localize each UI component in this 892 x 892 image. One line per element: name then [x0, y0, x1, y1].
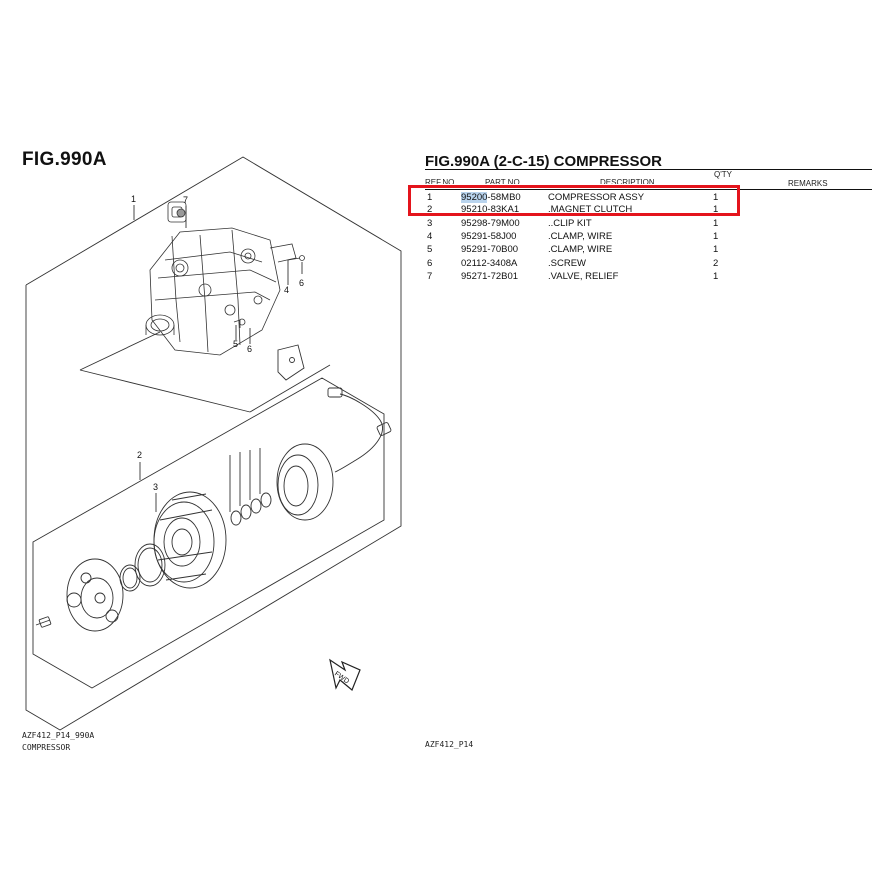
- header-qty: Q'TY: [714, 170, 732, 179]
- figure-code: AZF412_P14_990A: [22, 731, 95, 740]
- callout-4: 4: [284, 285, 289, 295]
- row-1-part-no[interactable]: 95200-58MB0: [461, 192, 521, 203]
- figure-name: COMPRESSOR: [22, 743, 71, 752]
- header-part-no: PART NO.: [485, 178, 522, 187]
- armature-plate: [66, 558, 124, 632]
- row-6-qty: 2: [713, 258, 719, 269]
- field-coil: [276, 443, 334, 521]
- selected-part-prefix[interactable]: 95200: [461, 192, 488, 203]
- snap-ring: [134, 543, 166, 587]
- row-4-qty: 1: [713, 231, 719, 242]
- row-4-part-no[interactable]: 95291-58J00: [461, 231, 517, 242]
- fwd-arrow: [329, 658, 361, 691]
- parts-list-code: AZF412_P14: [425, 740, 474, 749]
- callout-1: 1: [131, 194, 136, 204]
- row-6-description: .SCREW: [548, 258, 586, 269]
- header-rule: [425, 189, 872, 190]
- highlight-box: [408, 185, 740, 216]
- row-7-part-no[interactable]: 95271-72B01: [461, 271, 519, 282]
- part-suffix: -58MB0: [487, 192, 521, 203]
- coil-wire-harness: [334, 393, 383, 473]
- row-5-description: .CLAMP, WIRE: [548, 244, 613, 255]
- compressor-frame-line: [79, 331, 161, 371]
- row-3-qty: 1: [713, 218, 719, 229]
- row-7-qty: 1: [713, 271, 719, 282]
- figure-title: FIG.990A: [22, 149, 107, 170]
- row-3-description: ..CLIP KIT: [548, 218, 592, 229]
- row-6-part-no[interactable]: 02112-3408A: [461, 258, 518, 269]
- callout-6b: 6: [247, 344, 252, 354]
- callout-5: 5: [233, 339, 238, 349]
- row-7-ref: 7: [427, 271, 433, 282]
- header-remarks: REMARKS: [788, 179, 828, 188]
- callout-3: 3: [153, 482, 158, 492]
- row-5-qty: 1: [713, 244, 719, 255]
- callout-2: 2: [137, 450, 142, 460]
- callout-6: 6: [299, 278, 304, 288]
- title-rule: [425, 169, 872, 170]
- pulley: [153, 491, 227, 589]
- row-4-ref: 4: [427, 231, 433, 242]
- row-5-ref: 5: [427, 244, 433, 255]
- row-5-part-no[interactable]: 95291-70B00: [461, 244, 519, 255]
- wire-clamp-bracket: [277, 344, 305, 381]
- compressor-frame-line: [79, 369, 251, 413]
- compressor-body: [145, 201, 305, 356]
- center-bolt: [35, 616, 52, 628]
- row-1-ref: 1: [427, 192, 433, 203]
- row-1-description: COMPRESSOR ASSY: [548, 192, 645, 203]
- row-7-description: .VALVE, RELIEF: [548, 271, 619, 282]
- header-ref-no: REF.NO.: [425, 178, 457, 187]
- row-6-ref: 6: [427, 258, 433, 269]
- header-description: DESCRIPTION: [600, 178, 655, 187]
- row-3-part-no[interactable]: 95298-79M00: [461, 218, 520, 229]
- callout-7: 7: [183, 195, 188, 205]
- row-1-qty: 1: [713, 192, 719, 203]
- row-3-ref: 3: [427, 218, 433, 229]
- row-4-description: .CLAMP, WIRE: [548, 231, 613, 242]
- compressor-frame-line: [249, 364, 331, 413]
- shim-kit: [229, 448, 272, 526]
- clutch-subframe: [32, 377, 385, 689]
- assembly-frame: [25, 156, 402, 731]
- parts-list-title: FIG.990A (2-C-15) COMPRESSOR: [425, 153, 662, 170]
